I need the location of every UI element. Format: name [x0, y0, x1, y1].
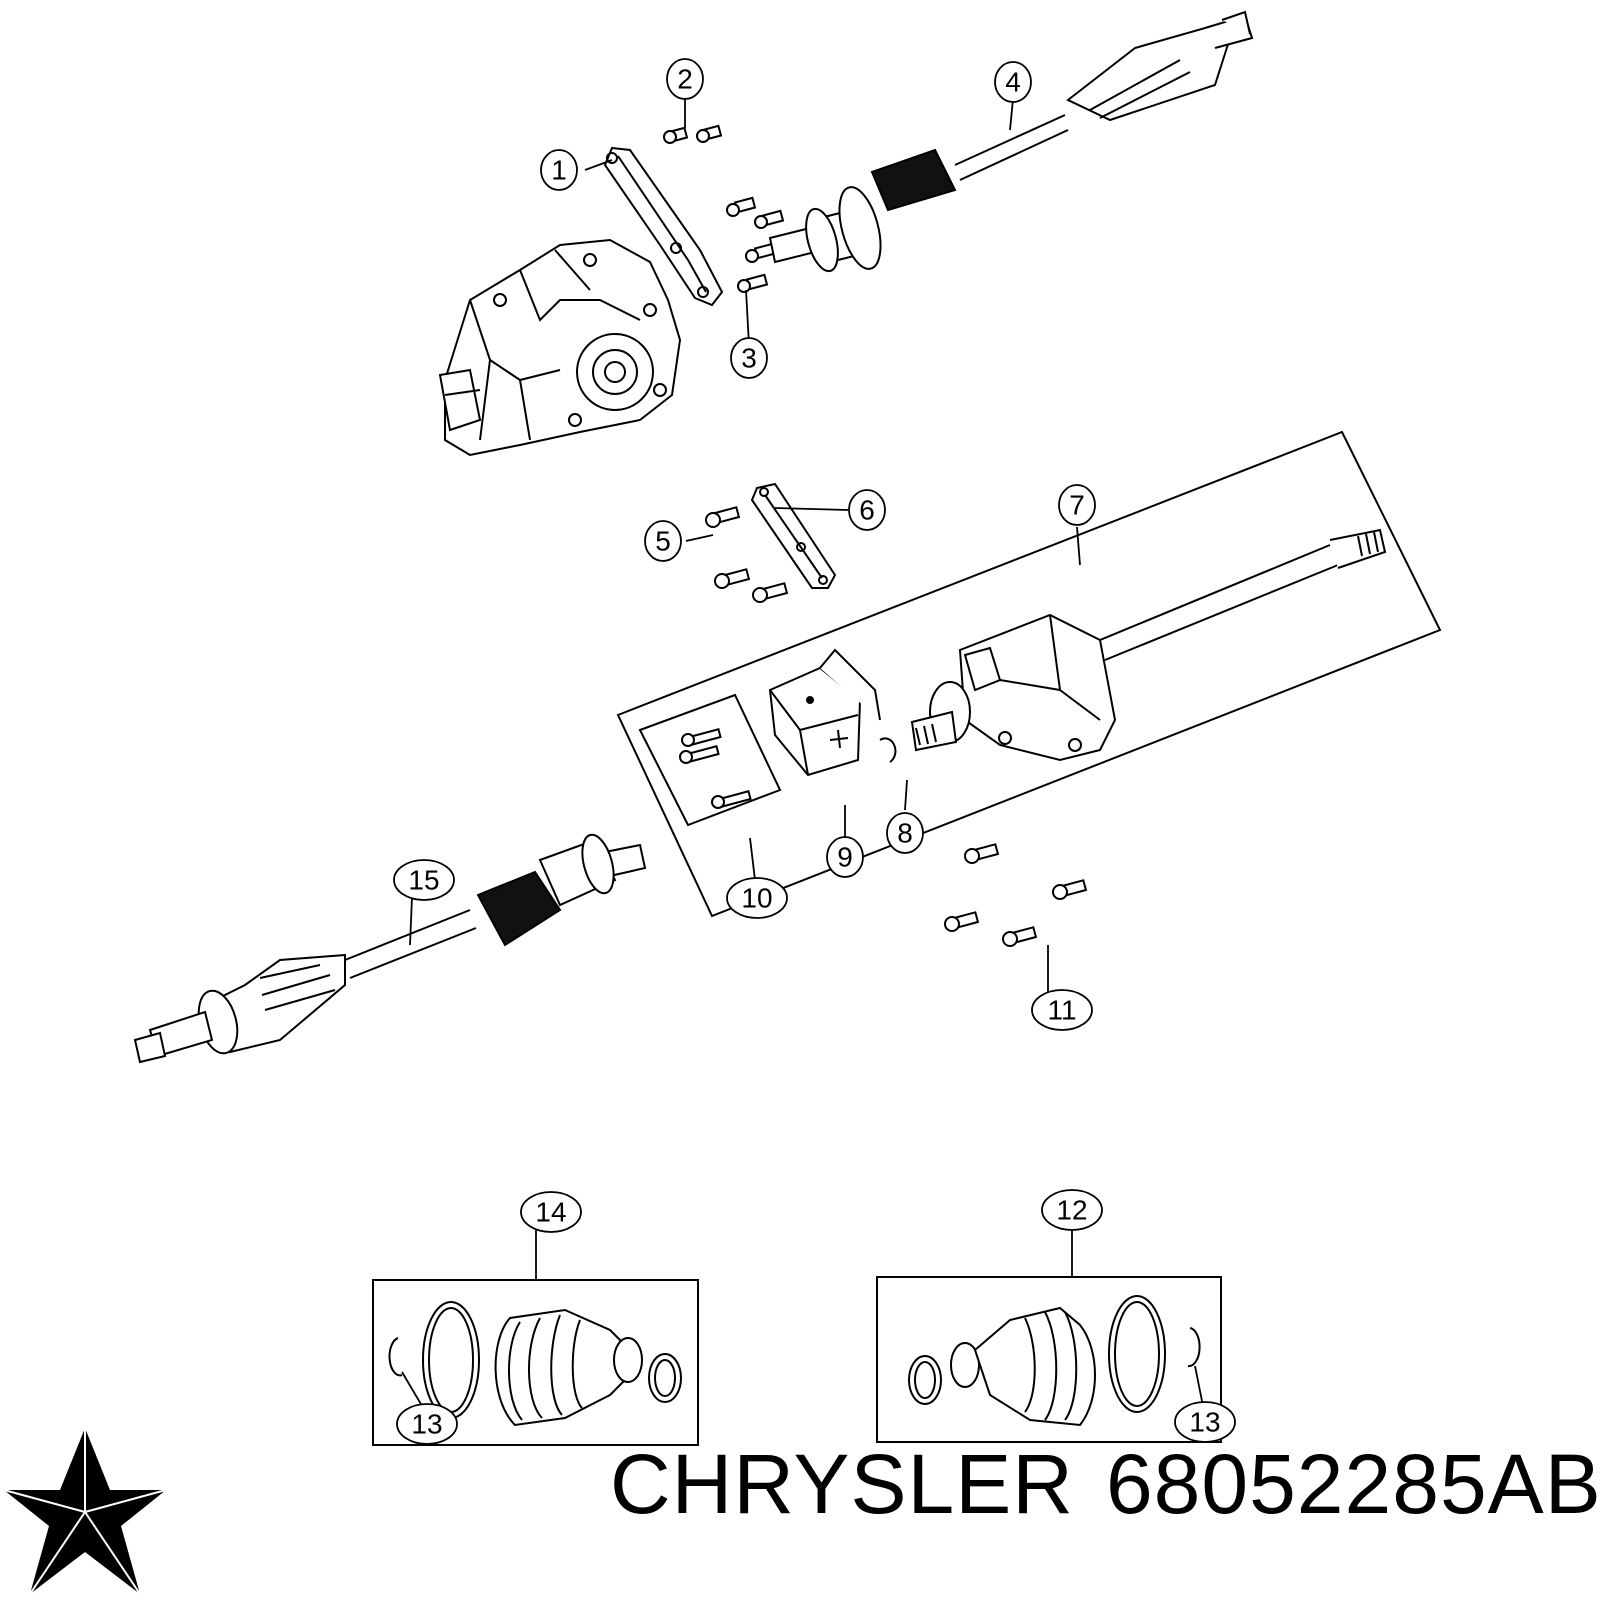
- callout-10: 10: [741, 883, 772, 914]
- callout-13b-circle: [1174, 1401, 1236, 1443]
- bolts-part-5: [705, 506, 789, 603]
- boot-kit-part-12: [876, 1276, 1222, 1443]
- callout-1: 1: [551, 155, 567, 186]
- fastener-kit-part-10: [638, 693, 782, 827]
- bracket-part-9: [768, 648, 881, 777]
- callout-10-circle: [726, 877, 788, 919]
- callout-4: 4: [1005, 67, 1021, 98]
- bolts-part-3: [726, 196, 785, 293]
- callout-5-circle: [644, 520, 682, 562]
- callout-2: 2: [677, 64, 693, 95]
- callout-3: 3: [741, 343, 757, 374]
- callout-7: 7: [1069, 490, 1085, 521]
- callout-13-right: 13: [1189, 1407, 1220, 1438]
- callout-3-circle: [730, 337, 768, 379]
- callout-13-left: 13: [411, 1409, 442, 1440]
- callout-6: 6: [859, 495, 875, 526]
- callout-11: 11: [1047, 995, 1076, 1026]
- bolts-part-2: [663, 124, 723, 144]
- chrysler-pentastar-icon: [3, 1428, 167, 1595]
- callout-2-circle: [666, 58, 704, 100]
- leader-lines: [401, 96, 1204, 1412]
- callout-11-circle: [1031, 989, 1093, 1031]
- callout-12: 12: [1056, 1195, 1087, 1226]
- bolts-part-11: [944, 843, 1088, 947]
- callout-4-circle: [994, 61, 1032, 103]
- callout-1-circle: [540, 149, 578, 191]
- callout-7-circle: [1058, 484, 1096, 526]
- callout-5: 5: [655, 526, 671, 557]
- callout-9-circle: [826, 836, 864, 878]
- part-caption: CHRYSLER 68052285AB: [610, 1436, 1600, 1556]
- callout-13a-circle: [396, 1403, 458, 1445]
- assembly-panel-part-7: [616, 430, 1442, 918]
- callout-8: 8: [897, 818, 913, 849]
- boot-kit-part-14: [372, 1279, 699, 1446]
- callout-9: 9: [837, 842, 853, 873]
- callout-circles: [393, 58, 1236, 1445]
- bracket-part-1: [603, 146, 724, 307]
- callout-15-circle: [393, 859, 455, 901]
- brand-name: CHRYSLER: [610, 1437, 1074, 1531]
- axle-shaft-part-15: [133, 833, 647, 1064]
- snap-ring-part-8: [879, 737, 897, 763]
- axle-shaft-part-4: [768, 10, 1254, 273]
- part-number: 68052285AB: [1105, 1437, 1600, 1531]
- strap-part-6: [750, 482, 837, 589]
- callout-14: 14: [535, 1197, 566, 1228]
- callout-labels: 1 2 3 4 5 6 7 8 9 10 11 12 13 13 14 15: [408, 64, 1220, 1440]
- callout-14-circle: [520, 1191, 582, 1233]
- callout-6-circle: [848, 489, 886, 531]
- transfer-case-housing: [438, 238, 682, 457]
- callout-8-circle: [886, 812, 924, 854]
- intermediate-shaft-part-7: [910, 528, 1387, 762]
- callout-15: 15: [408, 865, 439, 896]
- callout-12-circle: [1041, 1189, 1103, 1231]
